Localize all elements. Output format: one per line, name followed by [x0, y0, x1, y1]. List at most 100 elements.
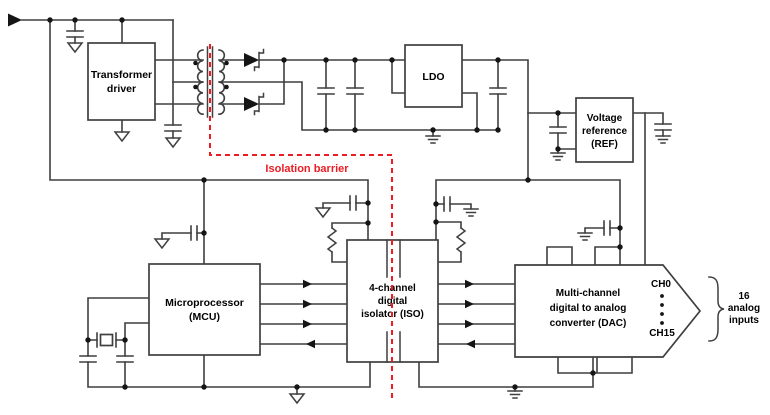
iso-label: digital — [378, 296, 408, 307]
phase-dot-icon — [224, 60, 229, 66]
capacitor-icon — [346, 87, 364, 95]
arrow-left-icon — [466, 339, 475, 349]
phase-dot-icon — [224, 84, 229, 90]
capacitor-icon — [66, 30, 84, 38]
wires — [21, 19, 664, 395]
capacitor-icon — [489, 87, 507, 95]
signal-ground-icon — [114, 131, 130, 142]
arrow-right-icon — [465, 299, 474, 309]
dac-channel-last-label: CH15 — [649, 328, 675, 339]
power-input-arrow-icon — [8, 13, 22, 27]
wire-gnd-rail-left — [87, 361, 371, 388]
arrow-left-icon — [306, 339, 315, 349]
analog-inputs-label: analog — [728, 303, 760, 314]
vref-label: reference — [582, 126, 627, 137]
earth-ground-icon — [425, 135, 441, 144]
crystal-plates-icon — [96, 332, 117, 348]
transformer-core-icon — [206, 46, 214, 118]
mcu-block — [148, 263, 261, 356]
dac-channel-first-label: CH0 — [651, 279, 671, 290]
secondary-winding-icon — [218, 49, 226, 116]
rectifier-diodes — [244, 48, 265, 116]
wire-primary — [154, 59, 204, 105]
analog-inputs-label: 16 — [738, 291, 750, 302]
resistor-icon — [456, 227, 466, 253]
wire-dac-bottom-tabs — [557, 356, 633, 374]
wire-ldo-out — [461, 59, 529, 181]
dac-label: converter (DAC) — [550, 318, 627, 329]
brace-icon — [708, 276, 725, 342]
arrow-right-icon — [465, 319, 474, 329]
earth-ground-icon — [655, 135, 671, 144]
primary-winding-icon — [196, 49, 204, 116]
wire-signals-right — [437, 283, 516, 345]
ldo-label: LDO — [422, 71, 444, 83]
dac-block — [514, 264, 702, 358]
wire-xtal-pins — [87, 297, 150, 357]
signal-ground-icon — [67, 42, 83, 53]
earth-ground-icon — [550, 152, 566, 161]
dac-label: digital to analog — [550, 303, 627, 314]
resistor-icon — [327, 227, 337, 253]
capacitor-icon — [549, 126, 567, 134]
wire-ldo-en — [391, 59, 406, 94]
arrow-right-icon — [303, 279, 312, 289]
arrow-right-icon — [303, 319, 312, 329]
wire-ldo-gnd — [461, 92, 478, 131]
mcu-label: (MCU) — [189, 311, 220, 323]
wire-dac-tab2 — [594, 246, 621, 266]
signal-ground-icon — [289, 393, 305, 404]
isolation-barrier: Isolation barrier — [209, 44, 393, 402]
wire-rect-caps — [325, 59, 356, 131]
voltage-reference-block — [575, 97, 634, 163]
ellipsis-dot-icon — [660, 303, 664, 307]
wire-left-rail — [49, 19, 369, 241]
wire-isolated-rail — [435, 179, 621, 266]
capacitor-icon — [116, 355, 134, 363]
transformer-driver-label: Transformer — [91, 69, 152, 81]
junction-dots — [47, 17, 623, 390]
crystal-icon — [99, 333, 114, 347]
wire-gnd-rail-right — [418, 361, 594, 388]
earth-ground-icon — [507, 390, 523, 399]
signal-ground-icon — [154, 238, 170, 249]
earth-ground-icon — [577, 232, 593, 241]
schottky-diode-icon — [244, 48, 265, 72]
wire-signals-left — [259, 283, 348, 345]
capacitor-icon — [317, 87, 335, 95]
arrow-right-icon — [303, 299, 312, 309]
capacitor-icon — [190, 225, 198, 241]
transformer-driver-block — [87, 42, 156, 121]
vref-label: (REF) — [591, 139, 618, 150]
wire-ref-out — [632, 112, 664, 137]
blocks: Transformer driver LDO Voltage reference… — [87, 42, 702, 363]
vref-label: Voltage — [587, 113, 623, 124]
analog-outputs: 16 analog inputs — [708, 276, 760, 342]
signal-ground-icon — [165, 137, 181, 148]
dac-label: Multi-channel — [556, 288, 621, 299]
ellipsis-dot-icon — [660, 294, 664, 298]
ellipsis-dot-icon — [660, 321, 664, 325]
wire-rect-bottom-rail — [218, 81, 499, 131]
mcu-label: Microprocessor — [165, 297, 244, 309]
crystal-oscillator — [96, 332, 117, 348]
wire-secondary — [218, 59, 245, 105]
ellipsis-dot-icon — [660, 312, 664, 316]
arrow-right-icon — [465, 279, 474, 289]
transformer — [193, 46, 229, 118]
capacitor-icon — [654, 123, 672, 131]
wire-iso-lres — [331, 222, 369, 263]
phase-dot-icon — [193, 84, 198, 90]
capacitor-icon — [603, 220, 611, 236]
earth-ground-icon — [463, 208, 479, 217]
signal-ground-icon — [315, 207, 331, 218]
wire-dac-tab1 — [546, 246, 573, 266]
ldo-block — [404, 44, 463, 108]
capacitor-icon — [443, 196, 451, 212]
capacitor-icon — [349, 195, 357, 211]
signal-arrows — [8, 13, 475, 349]
transformer-driver-label: driver — [107, 83, 136, 95]
isolation-barrier-line — [209, 44, 393, 402]
